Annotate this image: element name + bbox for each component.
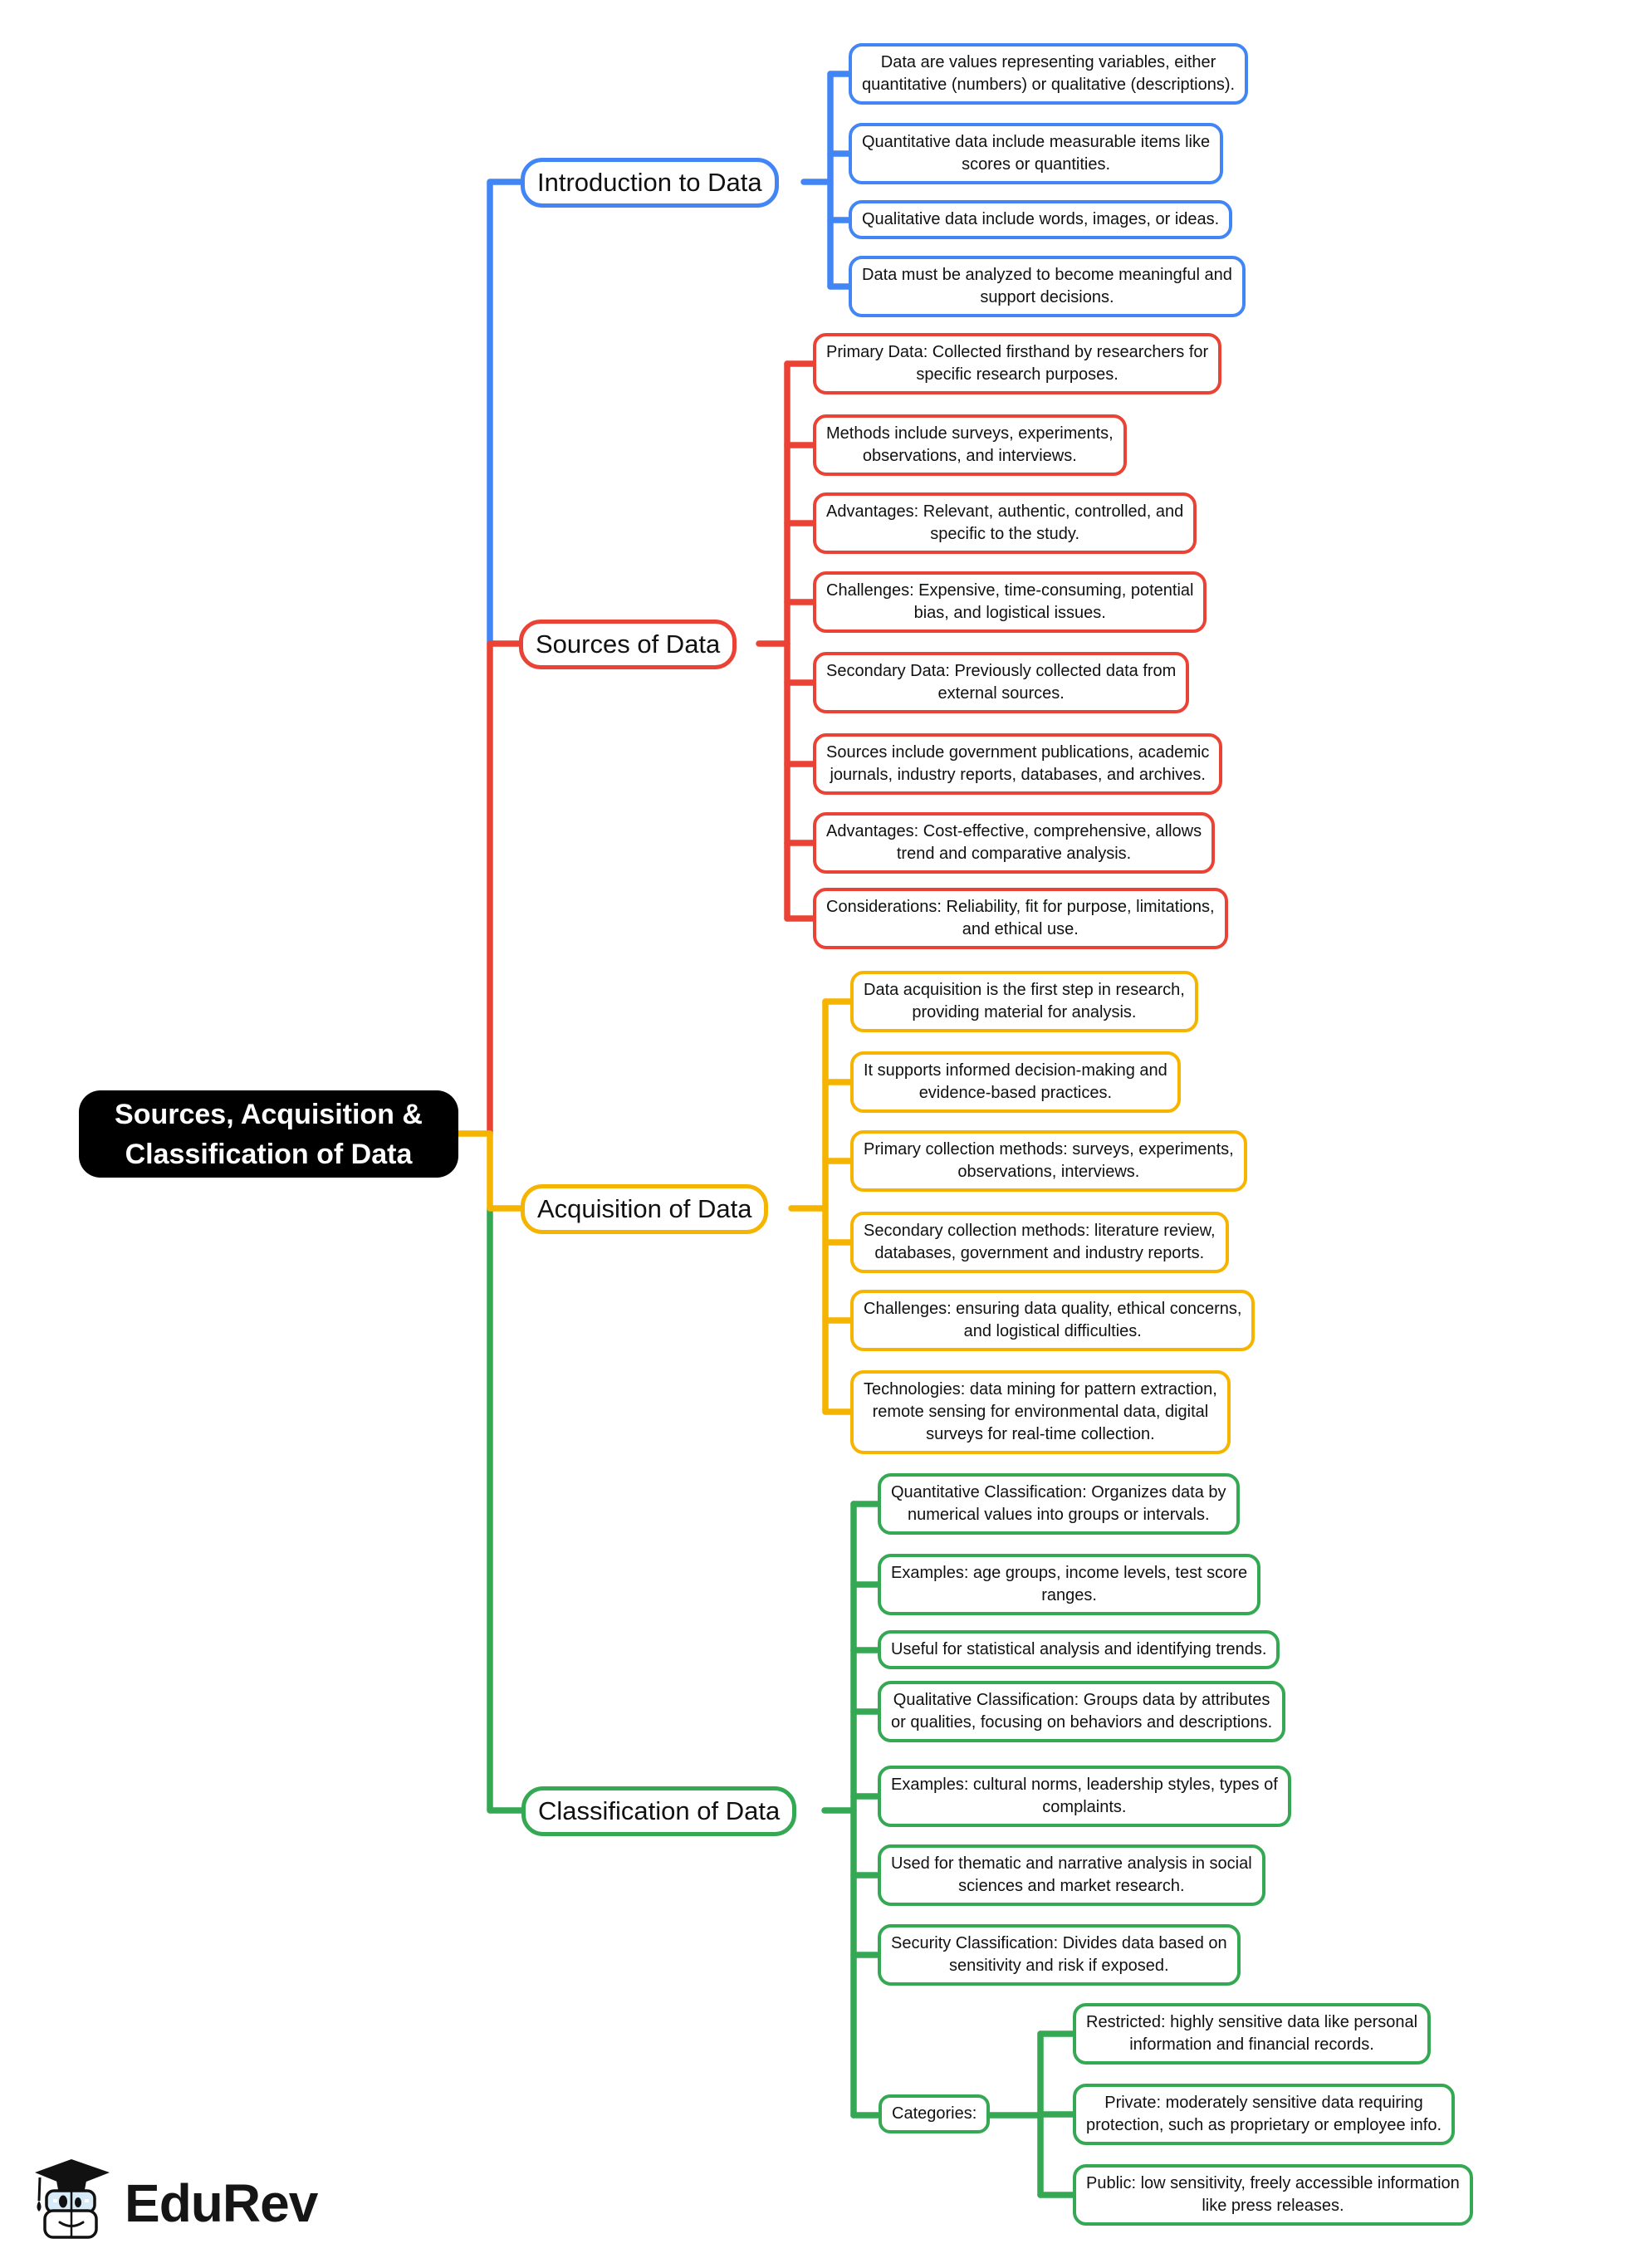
leaf-node: Public: low sensitivity, freely accessib… [1073,2164,1473,2226]
leaf-node: Private: moderately sensitive data requi… [1073,2084,1455,2145]
leaf-node: Challenges: Expensive, time-consuming, p… [813,571,1207,633]
leaf-node: Primary Data: Collected firsthand by res… [813,333,1222,394]
leaf-node: Sources include government publications,… [813,733,1223,795]
leaf-node: Security Classification: Divides data ba… [878,1924,1241,1986]
leaf-node: Data must be analyzed to become meaningf… [849,256,1246,317]
edurev-logo-text: EduRev [125,2173,318,2233]
leaf-node: Technologies: data mining for pattern ex… [850,1370,1231,1454]
leaf-node: Advantages: Cost-effective, comprehensiv… [813,812,1216,874]
subnode-categories: Categories: [879,2094,991,2133]
leaf-node: Quantitative data include measurable ite… [849,123,1224,184]
leaf-node: Secondary collection methods: literature… [850,1212,1229,1273]
edurev-mascot-icon [35,2159,110,2239]
leaf-node: Examples: cultural norms, leadership sty… [878,1766,1291,1827]
leaf-node: Data acquisition is the first step in re… [850,971,1198,1032]
leaf-node: Methods include surveys, experiments, ob… [813,414,1127,476]
leaf-node: Challenges: ensuring data quality, ethic… [850,1290,1256,1351]
leaf-node: Examples: age groups, income levels, tes… [878,1554,1261,1615]
leaf-node: It supports informed decision-making and… [850,1051,1181,1113]
leaf-node: Qualitative Classification: Groups data … [878,1681,1286,1742]
leaf-node: Advantages: Relevant, authentic, control… [813,492,1197,554]
leaf-node: Considerations: Reliability, fit for pur… [813,888,1228,949]
leaf-node: Qualitative data include words, images, … [849,200,1233,239]
branch-introduction-to-data: Introduction to Data [521,158,779,208]
branch-sources-of-data: Sources of Data [519,620,737,669]
edurev-logo: EduRev [28,2153,377,2252]
leaf-node: Secondary Data: Previously collected dat… [813,652,1190,713]
leaf-node: Restricted: highly sensitive data like p… [1073,2003,1432,2065]
leaf-node: Data are values representing variables, … [849,43,1249,105]
leaf-node: Quantitative Classification: Organizes d… [878,1473,1240,1535]
root-topic: Sources, Acquisition & Classification of… [79,1090,458,1178]
leaf-node: Primary collection methods: surveys, exp… [850,1130,1247,1192]
leaf-node: Used for thematic and narrative analysis… [878,1844,1265,1906]
leaf-node: Useful for statistical analysis and iden… [878,1630,1280,1669]
branch-acquisition-of-data: Acquisition of Data [521,1184,769,1234]
branch-classification-of-data: Classification of Data [521,1786,797,1836]
